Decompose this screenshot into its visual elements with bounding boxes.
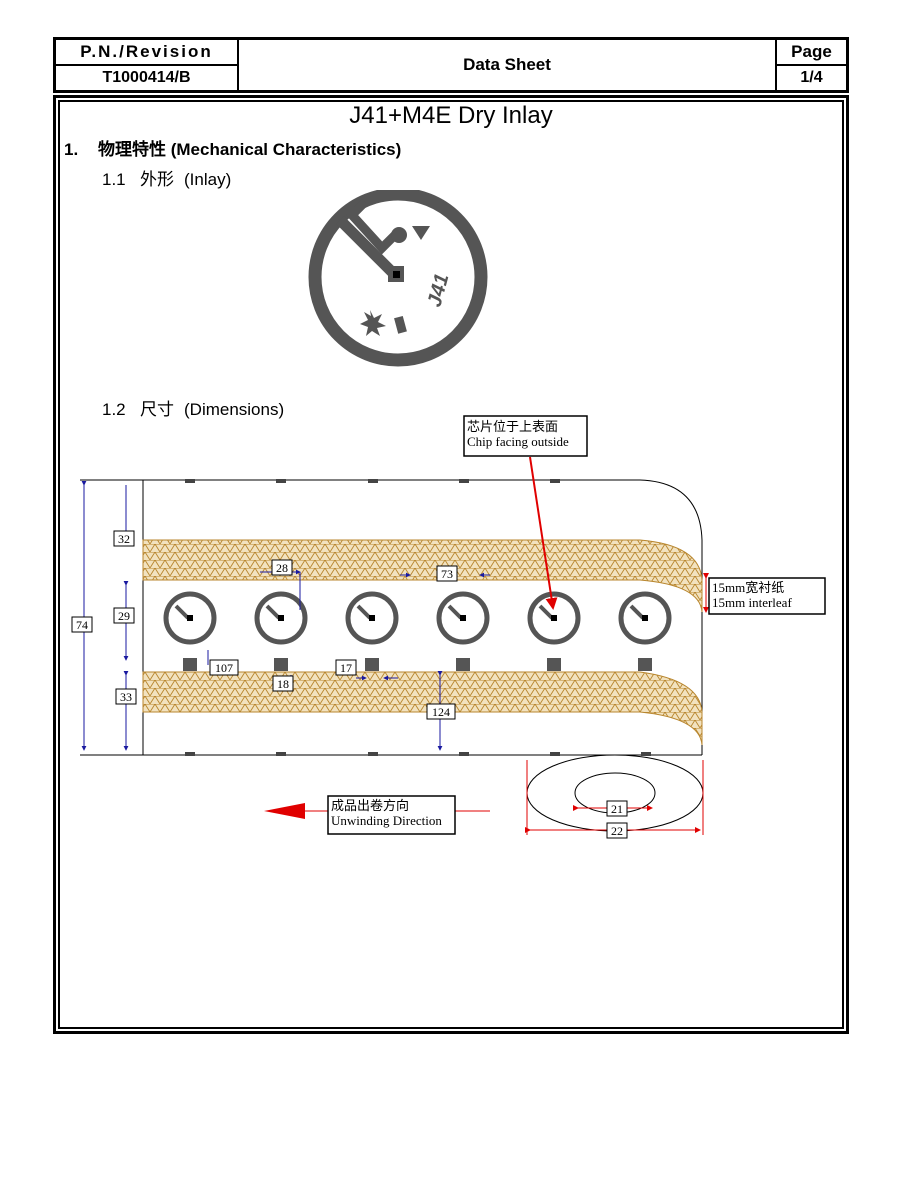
dim-32: 32	[113, 530, 135, 547]
header-table: P.N./Revision T1000414/B Data Sheet Page…	[53, 37, 849, 93]
unwind-callout: 成品出卷方向 Unwinding Direction	[327, 795, 456, 835]
chip-note-cn: 芯片位于上表面	[467, 419, 558, 434]
pn-revision-label: P.N./Revision	[56, 40, 239, 66]
sense-marks	[183, 658, 652, 671]
section-1-heading: 1. 物理特性 (Mechanical Characteristics)	[64, 135, 401, 160]
dim-18: 18	[272, 675, 294, 692]
svg-text:107: 107	[215, 661, 233, 675]
dim-74: 74	[71, 616, 93, 633]
svg-text:17: 17	[340, 661, 352, 675]
svg-text:22: 22	[611, 824, 623, 838]
dim-124: 124	[426, 703, 456, 720]
content-frame-inner	[58, 100, 844, 1029]
subsection-1-1-en: (Inlay)	[184, 170, 232, 189]
subsection-1-2-cn: 尺寸	[140, 400, 174, 419]
svg-text:73: 73	[441, 567, 453, 581]
svg-text:74: 74	[76, 618, 88, 632]
inlay-chip	[393, 271, 400, 278]
subsection-1-1-number: 1.1	[102, 170, 126, 189]
chip-pointer-arrow	[529, 456, 558, 610]
header-title: Data Sheet	[239, 40, 777, 90]
page-label: Page	[777, 40, 846, 66]
dim-107: 107	[209, 659, 239, 676]
subsection-1-2-en: (Dimensions)	[184, 400, 285, 419]
dim-22: 22	[606, 822, 628, 839]
inlay-loop	[345, 198, 399, 255]
interleaf-cn: 15mm宽衬纸	[712, 580, 784, 595]
dim-29: 29	[113, 607, 135, 624]
inlay-burst-icon	[360, 310, 386, 336]
subsection-1-2-heading: 1.2 尺寸 (Dimensions)	[102, 395, 284, 420]
svg-text:33: 33	[120, 690, 132, 704]
svg-text:18: 18	[277, 677, 289, 691]
interleaf-band-bottom	[142, 671, 703, 746]
inlay-bar-icon	[394, 315, 407, 334]
inlay-small	[163, 591, 217, 645]
svg-text:29: 29	[118, 609, 130, 623]
chip-note-en: Chip facing outside	[467, 434, 569, 449]
inlay-small	[618, 591, 672, 645]
svg-text:32: 32	[118, 532, 130, 546]
svg-text:28: 28	[276, 561, 288, 575]
unwind-en: Unwinding Direction	[331, 813, 442, 828]
dim-33: 33	[115, 688, 137, 705]
inlay-small	[527, 591, 581, 645]
dim-21: 21	[606, 800, 628, 817]
inlay-figure: J41	[308, 190, 488, 367]
page-number: 1/4	[800, 69, 823, 86]
inlay-triangle-icon	[412, 226, 430, 240]
inlay-small	[345, 591, 399, 645]
web-outline	[80, 479, 703, 756]
subsection-1-1-cn: 外形	[140, 170, 174, 189]
content-frame-outer	[53, 95, 849, 1034]
edge-marks	[185, 479, 651, 756]
interleaf-band-top	[142, 539, 703, 613]
section-1-number: 1.	[64, 140, 79, 159]
inlay-dot-icon	[391, 227, 407, 243]
inlay-feed-line	[336, 216, 399, 279]
interleaf-en: 15mm interleaf	[712, 595, 792, 610]
inlay-antenna-icon	[308, 190, 488, 367]
dim-28: 28	[271, 559, 293, 576]
document-title: J41+M4E Dry Inlay	[349, 102, 553, 129]
interleaf-callout: 15mm宽衬纸 15mm interleaf	[708, 577, 826, 615]
svg-text:21: 21	[611, 802, 623, 816]
pn-revision-value: T1000414/B	[56, 66, 239, 90]
svg-text:124: 124	[432, 705, 450, 719]
section-1-label: 物理特性 (Mechanical Characteristics)	[98, 140, 402, 159]
inlay-small	[436, 591, 490, 645]
dim-17: 17	[335, 659, 357, 676]
inlay-row	[163, 591, 672, 645]
unwind-cn: 成品出卷方向	[331, 798, 409, 813]
subsection-1-1-heading: 1.1 外形 (Inlay)	[102, 165, 231, 190]
chip-note-callout: 芯片位于上表面 Chip facing outside	[463, 415, 588, 457]
subsection-1-2-number: 1.2	[102, 400, 126, 419]
dim-73: 73	[436, 565, 458, 582]
inlay-small	[254, 591, 308, 645]
